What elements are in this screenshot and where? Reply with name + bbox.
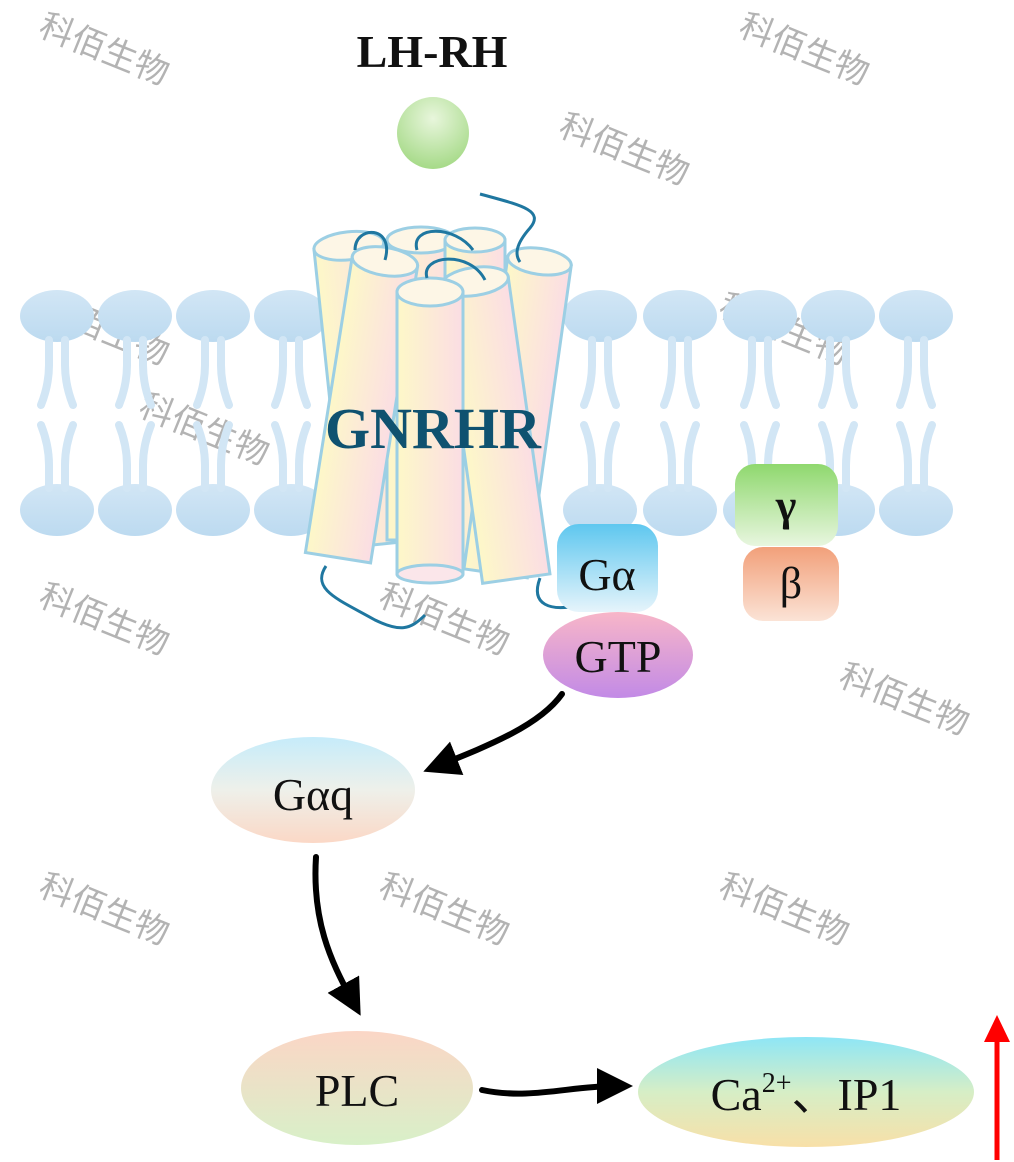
arrow-gaq-to-plc bbox=[312, 854, 361, 1016]
watermark-text: 科佰生物 bbox=[834, 656, 975, 744]
increase-arrow-icon bbox=[984, 1015, 1010, 1160]
plc-node bbox=[241, 1031, 473, 1145]
ligand-label: LH-RH bbox=[357, 26, 508, 77]
calcium-ip1-node bbox=[638, 1037, 974, 1147]
gtp-label: GTP bbox=[575, 631, 662, 682]
plc-label: PLC bbox=[315, 1065, 399, 1116]
g-gamma-subunit bbox=[735, 464, 838, 546]
arrow-plc-to-calcium bbox=[479, 1068, 633, 1105]
gaq-label: Gαq bbox=[273, 769, 353, 820]
lipid bbox=[879, 290, 953, 536]
lipid bbox=[563, 290, 637, 536]
gaq-node bbox=[211, 737, 415, 843]
g-gamma-label: γ bbox=[775, 481, 797, 530]
watermark-text: 科佰生物 bbox=[34, 866, 175, 954]
watermark-text: 科佰生物 bbox=[714, 866, 855, 954]
watermark-text: 科佰生物 bbox=[34, 6, 175, 94]
lipid-bilayer bbox=[20, 290, 953, 536]
lipid bbox=[643, 290, 717, 536]
lipid bbox=[176, 290, 250, 536]
receptor-label: GNRHR bbox=[325, 396, 542, 461]
lipid bbox=[98, 290, 172, 536]
watermark-text: 科佰生物 bbox=[374, 866, 515, 954]
watermark-text: 科佰生物 bbox=[34, 576, 175, 664]
watermark-text: 科佰生物 bbox=[734, 6, 875, 94]
gnrhr-receptor-helices bbox=[303, 225, 573, 586]
arrow-gtp-to-gaq bbox=[423, 691, 565, 776]
gtp bbox=[543, 612, 693, 698]
g-alpha-subunit bbox=[557, 524, 658, 612]
calcium-ip1-label: Ca2+、IP1 bbox=[711, 1068, 902, 1120]
receptor-loops bbox=[320, 192, 581, 630]
g-beta-subunit bbox=[743, 547, 839, 621]
lipid bbox=[20, 290, 94, 536]
watermark-text: 科佰生物 bbox=[374, 576, 515, 664]
lipid bbox=[254, 290, 328, 536]
g-beta-label: β bbox=[780, 559, 802, 608]
g-alpha-label: Gα bbox=[578, 549, 635, 600]
watermark-text: 科佰生物 bbox=[554, 106, 695, 194]
ligand-lh-rh bbox=[397, 97, 469, 169]
